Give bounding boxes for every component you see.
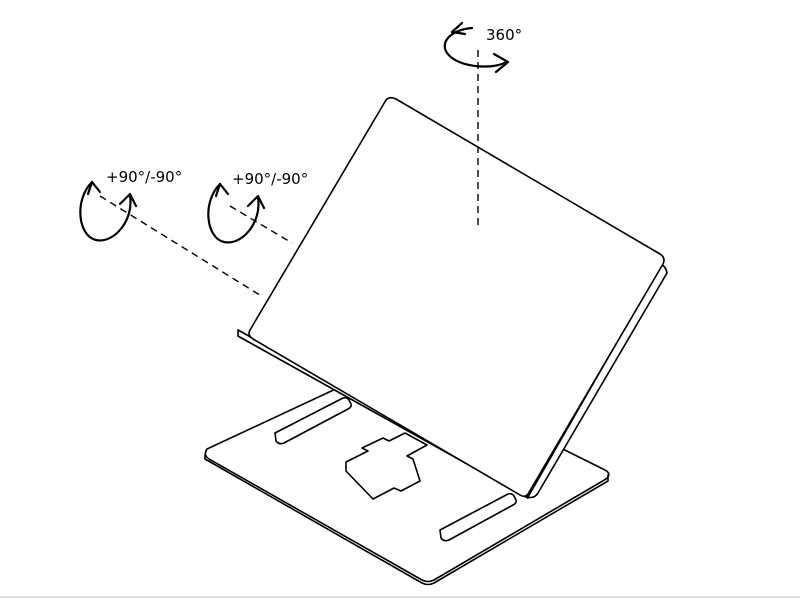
- label-tilt-left: +90°/-90°: [106, 168, 182, 186]
- base-center-notch: [345, 432, 428, 500]
- base-slot-right: [439, 492, 517, 542]
- base-slot-left: [274, 396, 352, 445]
- rotation-arrow-icon: [207, 182, 266, 244]
- laptop-tray-back: [527, 262, 668, 499]
- label-rotate-360: 360°: [486, 26, 522, 44]
- rotation-arrow-icon: [443, 21, 510, 74]
- rotation-arrow-icon: [79, 180, 138, 242]
- laptop-tray: [248, 96, 665, 498]
- tilt-axis-lines: [99, 50, 479, 298]
- label-tilt-middle: +90°/-90°: [232, 170, 308, 188]
